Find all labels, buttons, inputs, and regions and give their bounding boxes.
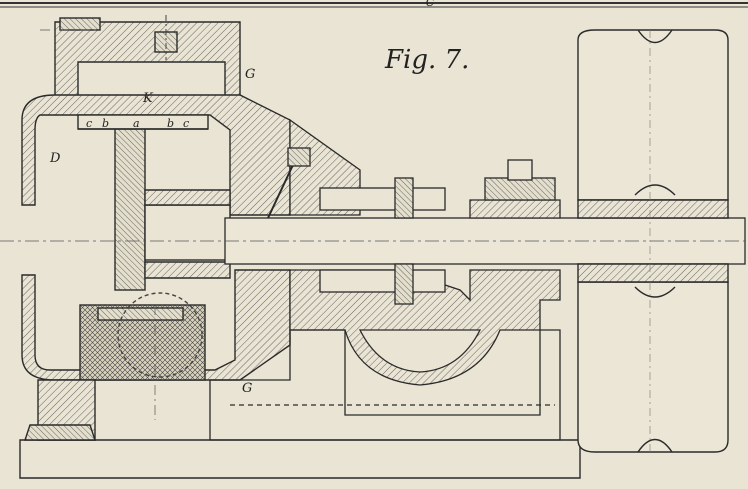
- label-a: a: [133, 117, 140, 130]
- label-d: D: [49, 151, 61, 166]
- header-mark: C: [426, 0, 435, 9]
- bearing-bracket: [209, 118, 561, 441]
- label-b1: b: [102, 117, 109, 130]
- label-c1: c: [86, 117, 92, 130]
- label-g-top: G: [245, 67, 255, 82]
- pump-casing: [19, 15, 581, 479]
- label-b2: b: [167, 117, 174, 130]
- top-border: [0, 2, 748, 8]
- pulley: [577, 29, 729, 453]
- label-g-bottom: G: [242, 381, 252, 396]
- label-c2: c: [183, 117, 189, 130]
- centre-lines: [40, 29, 156, 420]
- label-k: K: [142, 91, 154, 106]
- figure-title: Fig. 7.: [384, 45, 469, 75]
- shaft: [0, 217, 748, 265]
